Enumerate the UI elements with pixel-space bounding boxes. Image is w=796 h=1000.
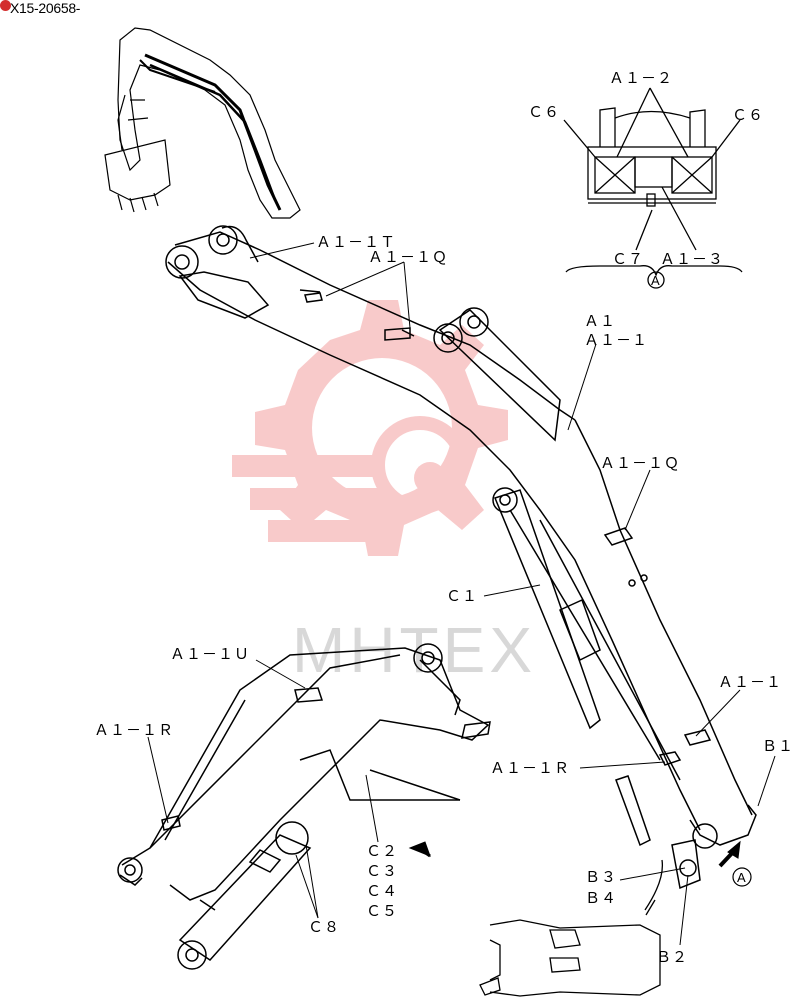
label-c3: Ｃ３ bbox=[366, 862, 398, 880]
label-a1-1q-right: Ａ１－１Ｑ bbox=[600, 454, 680, 472]
section-marker-a-bottom: A bbox=[737, 870, 746, 885]
document-marker-icon bbox=[0, 0, 11, 11]
label-c1: Ｃ１ bbox=[446, 587, 478, 605]
label-a1-3: Ａ１－３ bbox=[660, 250, 724, 268]
label-b1: Ｂ１ bbox=[762, 737, 794, 755]
label-a1-2: Ａ１－２ bbox=[609, 69, 673, 87]
watermark-text: MHTEX bbox=[292, 614, 536, 686]
part-labels: Ａ１－２ Ｃ６ Ｃ６ Ｃ７ Ａ１－３ A Ａ１－１Ｔ Ａ１－１Ｑ Ａ１ Ａ１－１… bbox=[94, 69, 794, 966]
label-a1-1-top: Ａ１－１ bbox=[584, 331, 648, 349]
label-c7: Ｃ７ bbox=[612, 250, 644, 268]
label-c5: Ｃ５ bbox=[366, 902, 398, 920]
arm-assembly bbox=[165, 225, 757, 890]
label-b4: Ｂ４ bbox=[585, 889, 617, 907]
label-a1: Ａ１ bbox=[584, 312, 616, 330]
section-a-view bbox=[563, 87, 743, 289]
section-marker-circle bbox=[732, 867, 752, 887]
bucket-end-detail bbox=[479, 859, 664, 997]
label-a1-1u: Ａ１－１Ｕ bbox=[170, 645, 250, 663]
leader-lines bbox=[147, 242, 776, 946]
label-b2: Ｂ２ bbox=[656, 948, 688, 966]
excavator-overview bbox=[104, 27, 301, 219]
label-c8: Ｃ８ bbox=[308, 918, 340, 936]
label-a1-1r-left: Ａ１－１Ｒ bbox=[94, 721, 174, 739]
document-id: X15-20658- bbox=[10, 0, 81, 16]
label-a1-1q-top: Ａ１－１Ｑ bbox=[368, 248, 448, 266]
boom-lower-view bbox=[117, 643, 491, 970]
section-marker-a-top: A bbox=[651, 273, 660, 288]
label-a1-1-right: Ａ１－１ bbox=[718, 673, 782, 691]
label-a1-1r-center: Ａ１－１Ｒ bbox=[490, 759, 570, 777]
label-b3: Ｂ３ bbox=[585, 868, 617, 886]
label-c4: Ｃ４ bbox=[366, 882, 398, 900]
label-c2: Ｃ２ bbox=[366, 842, 398, 860]
view-arrows bbox=[408, 840, 741, 868]
label-a1-1t: Ａ１－１Ｔ bbox=[316, 233, 396, 251]
label-c6-right: Ｃ６ bbox=[732, 106, 764, 124]
label-c6-left: Ｃ６ bbox=[528, 103, 560, 121]
